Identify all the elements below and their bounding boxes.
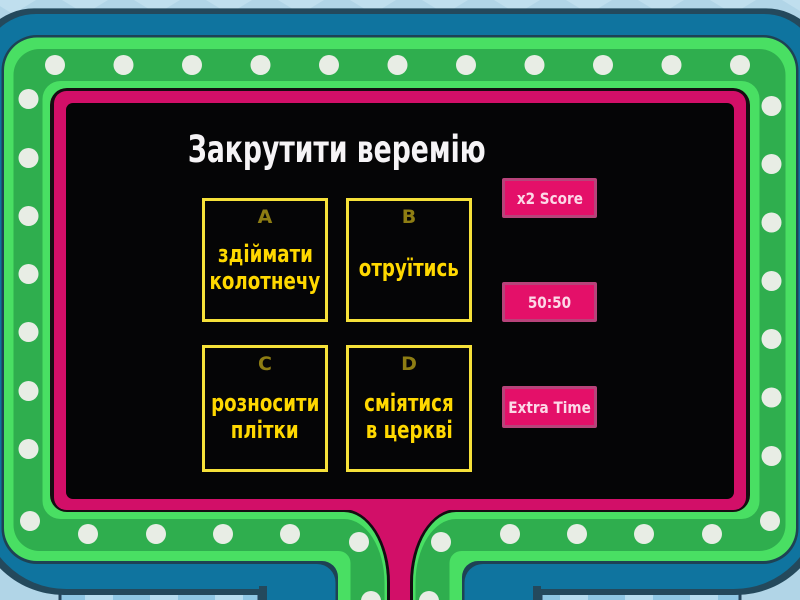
question-title-text: Закрутити веремію xyxy=(188,128,486,171)
powerup-x2-score-button[interactable]: x2 Score xyxy=(502,178,597,218)
answer-text-d: сміятися в церкві xyxy=(364,388,454,444)
bulb-dots xyxy=(18,55,782,600)
answer-option-b[interactable]: B отруїтись xyxy=(346,198,472,322)
powerup-extra-time-button[interactable]: Extra Time xyxy=(502,386,597,428)
answer-letter-a: A xyxy=(257,206,273,228)
answer-option-a[interactable]: A здіймати колотнечу xyxy=(202,198,328,322)
stem xyxy=(338,496,462,600)
answer-text-a: здіймати колотнечу xyxy=(209,240,321,295)
question-title: Закрутити веремію xyxy=(37,129,637,177)
answer-option-c[interactable]: C розносити плітки xyxy=(202,345,328,472)
frame-dark-band xyxy=(13,49,786,600)
powerup-fifty-fifty-button[interactable]: 50:50 xyxy=(502,282,597,322)
answer-letter-d: D xyxy=(401,353,417,375)
background-triangle-pattern xyxy=(0,0,800,14)
answer-letter-b: B xyxy=(401,206,417,228)
answer-letter-c: C xyxy=(258,353,272,375)
answer-text-b: отруїтись xyxy=(359,253,460,282)
answer-option-d[interactable]: D сміятися в церкві xyxy=(346,345,472,472)
answer-text-c: розносити плітки xyxy=(210,388,320,444)
